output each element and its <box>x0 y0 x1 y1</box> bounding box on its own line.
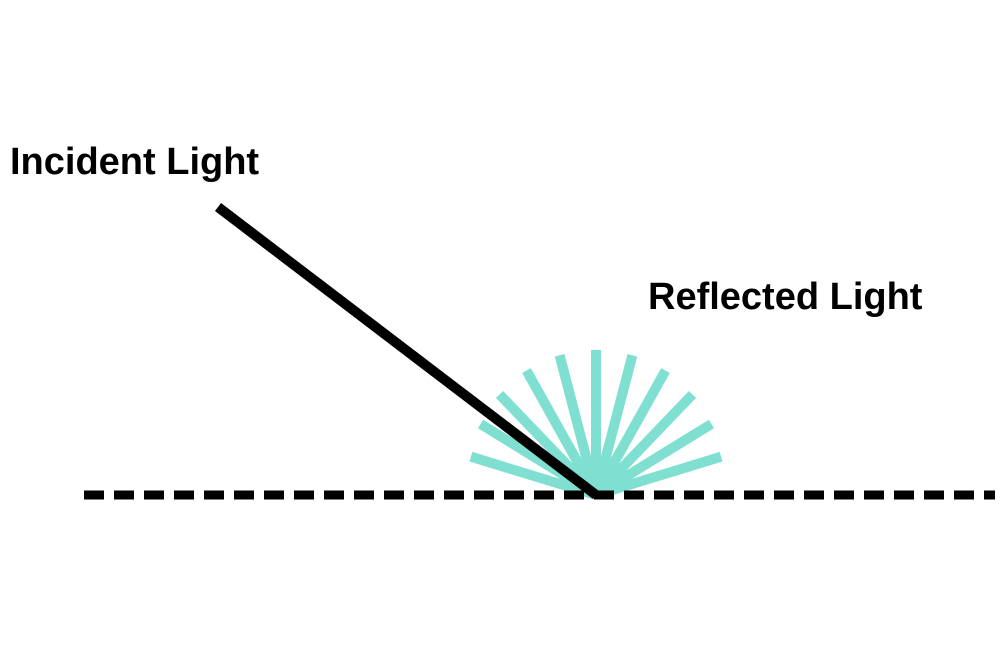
reflected-ray <box>469 451 598 500</box>
reflected-ray <box>522 368 601 498</box>
reflected-ray <box>594 451 723 500</box>
reflected-ray <box>592 390 697 499</box>
reflected-ray <box>593 419 715 500</box>
incident-light-label: Incident Light <box>10 141 260 183</box>
reflected-ray <box>591 368 670 498</box>
reflected-ray <box>591 354 638 497</box>
incident-ray <box>214 203 600 499</box>
reflected-light-label: Reflected Light <box>648 276 923 318</box>
reflected-ray <box>554 354 601 497</box>
